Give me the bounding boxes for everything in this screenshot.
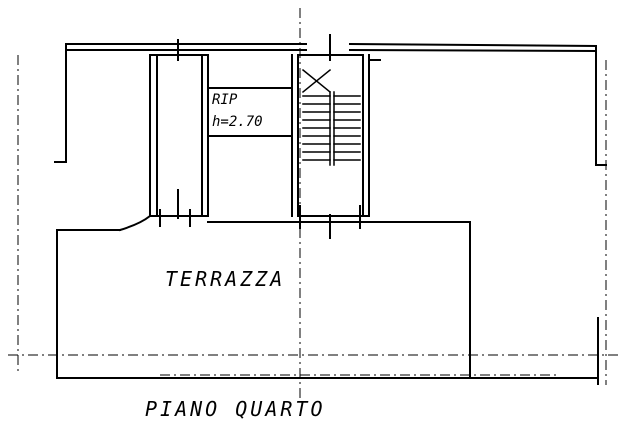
room-walls xyxy=(149,39,293,219)
room-name-label: RIP xyxy=(212,92,238,108)
terrace-edge xyxy=(56,205,471,379)
room-height-label: h=2.70 xyxy=(212,114,263,130)
outer-walls xyxy=(54,42,607,385)
floor-title: PIANO QUARTO xyxy=(145,397,326,421)
stair-walls xyxy=(291,34,381,239)
axis-lines xyxy=(8,8,620,402)
terrace-label: TERRAZZA xyxy=(165,267,285,291)
stair-treads xyxy=(301,68,361,166)
